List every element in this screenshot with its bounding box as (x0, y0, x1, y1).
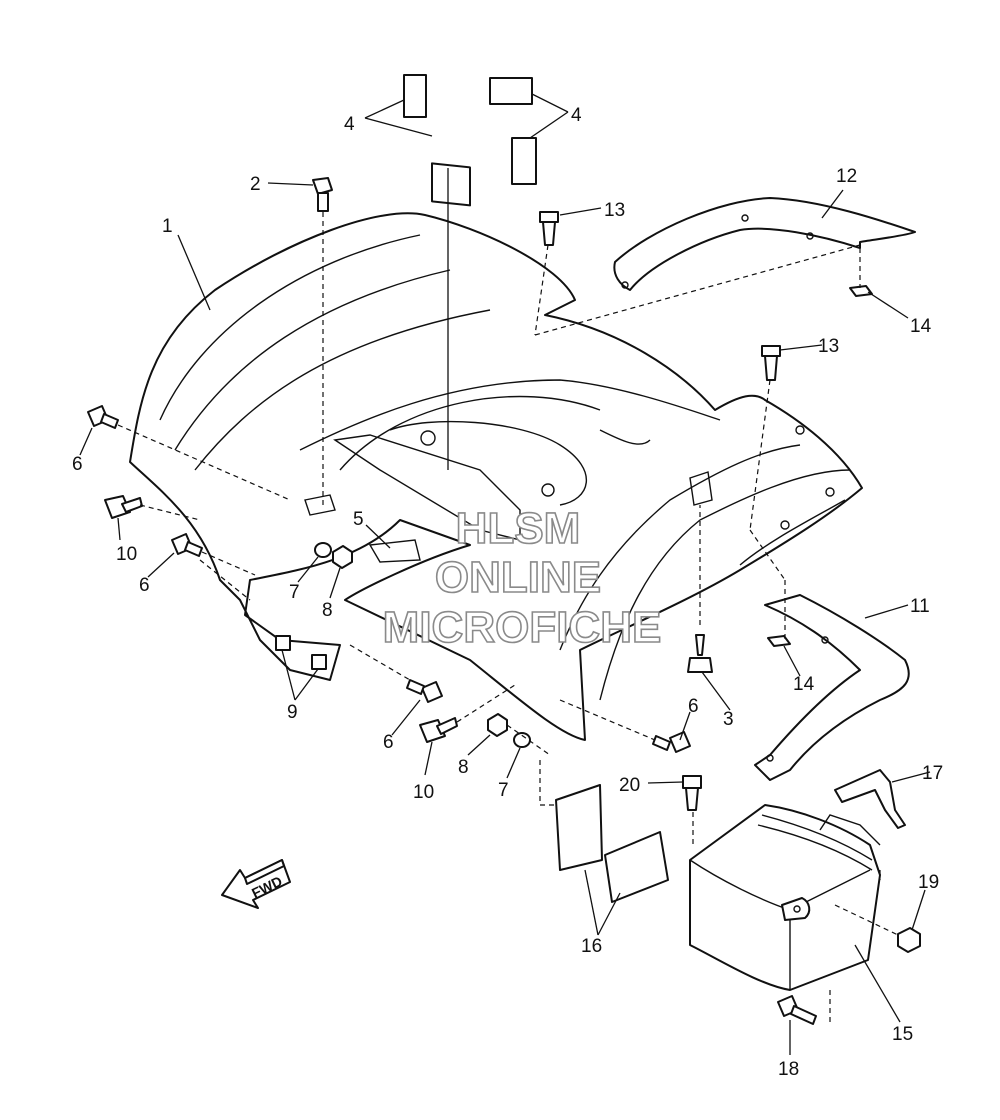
watermark-line-3: MICROFICHE (383, 603, 662, 652)
callout-7a: 7 (289, 582, 300, 603)
clip-10-center-icon (419, 717, 458, 743)
fasteners (87, 177, 921, 1025)
bolt-6-right-icon (652, 731, 691, 753)
callout-6b: 6 (139, 575, 150, 596)
watermark: HLSM ONLINE MICROFICHE (382, 503, 662, 653)
callout-4b: 4 (571, 105, 582, 126)
washer-7-center-icon (513, 732, 531, 748)
callout-19: 19 (918, 872, 939, 893)
callout-9: 9 (287, 702, 298, 723)
leader-lines (79, 93, 931, 1055)
callout-13b: 13 (818, 336, 839, 357)
bolt-18-icon (777, 995, 817, 1025)
callout-16: 16 (581, 936, 602, 957)
washer-14-lower-icon (767, 635, 791, 647)
callout-18: 18 (778, 1059, 799, 1080)
clip-9-a-icon (275, 635, 291, 651)
bolt-6-center-icon (406, 679, 443, 703)
fwd-arrow-icon: FWD (221, 859, 291, 909)
callout-13a: 13 (604, 200, 625, 221)
clip-13-lower-icon (761, 345, 781, 381)
callout-14a: 14 (910, 316, 932, 337)
bolt-6-left-icon (171, 533, 203, 557)
callout-6c: 6 (383, 732, 394, 753)
clip-10-left-icon (104, 495, 143, 519)
callout-15: 15 (892, 1024, 913, 1045)
clip-9-b-icon (311, 654, 327, 670)
bolt-6-upper-left-icon (87, 405, 119, 429)
callout-14b: 14 (793, 674, 815, 695)
callout-17: 17 (922, 763, 943, 784)
nut-19-icon (897, 927, 921, 953)
nut-8-center-icon (487, 713, 508, 737)
callout-5: 5 (353, 509, 364, 530)
callout-12: 12 (836, 166, 857, 187)
callout-6d: 6 (688, 696, 699, 717)
nut-8-left-icon (332, 545, 353, 569)
watermark-line-1: HLSM (456, 504, 581, 553)
callout-8b: 8 (458, 757, 469, 778)
part-17-bracket (834, 769, 906, 829)
callout-7b: 7 (498, 780, 509, 801)
callout-10a: 10 (116, 544, 137, 565)
clip-20-icon (682, 775, 702, 811)
callout-8a: 8 (322, 600, 333, 621)
part-1-rear-fender (129, 212, 863, 741)
callout-1: 1 (162, 216, 173, 237)
part-12-guard (613, 197, 916, 291)
callout-4a: 4 (344, 114, 355, 135)
part-16-pads (555, 784, 669, 903)
washer-14-upper-icon (849, 285, 873, 297)
callout-labels: 1 2 3 4 4 5 6 6 6 6 7 7 8 8 9 10 10 11 1… (72, 105, 943, 1080)
washer-7-left-icon (314, 542, 332, 558)
callout-6a: 6 (72, 454, 83, 475)
part-15-tool-box (689, 804, 881, 991)
screw-3-icon (687, 634, 713, 673)
callout-10b: 10 (413, 782, 434, 803)
callout-20: 20 (619, 775, 640, 796)
callout-11: 11 (910, 596, 930, 617)
callout-2: 2 (250, 174, 261, 195)
bolt-2-icon (312, 177, 333, 212)
part-4-pads (403, 74, 537, 207)
part-11-mud-flap (754, 594, 910, 781)
clip-13-upper-icon (539, 211, 559, 246)
watermark-line-2: ONLINE (435, 553, 601, 602)
callout-3: 3 (723, 709, 734, 730)
